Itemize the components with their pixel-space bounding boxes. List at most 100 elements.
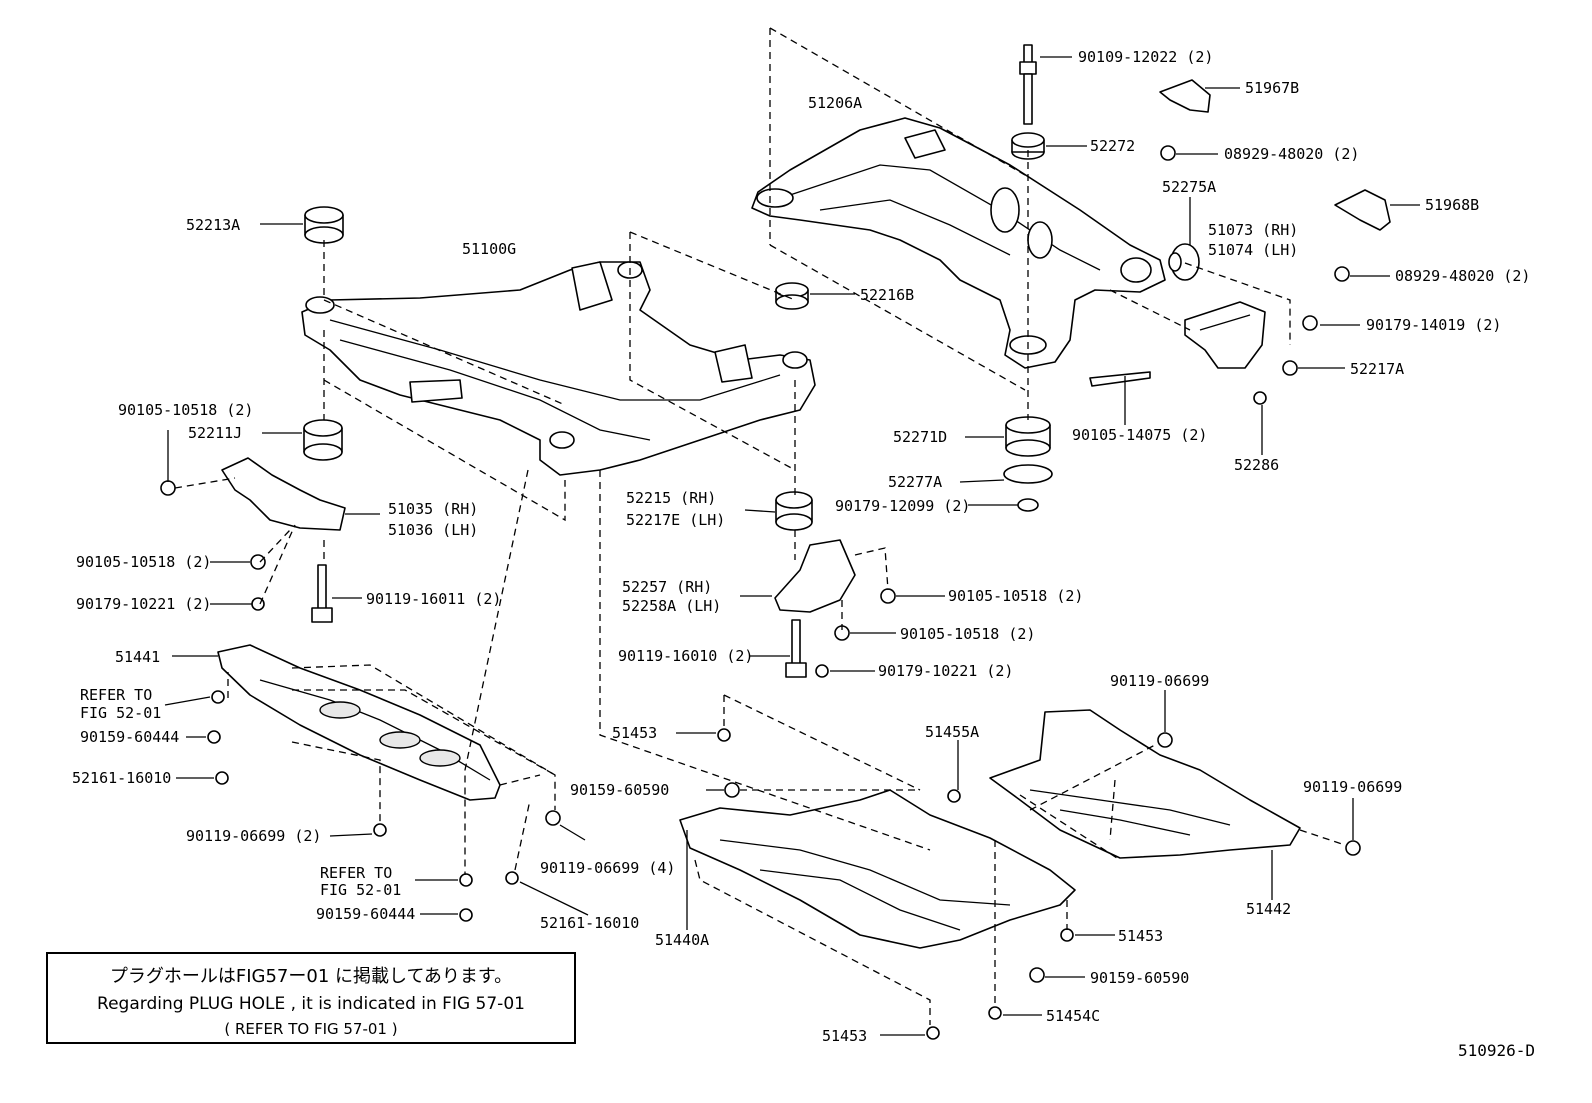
label-51206a: 51206A xyxy=(808,94,862,112)
clip-51455a xyxy=(947,789,961,803)
label-90119-06699-c: 90119-06699 xyxy=(1110,672,1209,690)
screw-90159-60444-a xyxy=(207,730,221,744)
bolt-90119-16010 xyxy=(785,619,807,678)
label-90105-10518-b: 90105-10518 (2) xyxy=(948,587,1083,605)
label-52271d: 52271D xyxy=(893,428,947,446)
bolt-90105-a xyxy=(160,480,176,496)
bolt-90119-06699-d xyxy=(1345,840,1361,856)
nut-90179-12099 xyxy=(1017,498,1039,512)
clip-refer-b xyxy=(459,873,473,887)
cushion-52211j xyxy=(303,419,343,461)
cover-51441 xyxy=(217,644,501,801)
bolt-90119-16011 xyxy=(311,564,333,623)
clip-51453-b xyxy=(1060,928,1074,942)
label-90105-10518-d: 90105-10518 (2) xyxy=(76,553,211,571)
note-line-en: Regarding PLUG HOLE , it is indicated in… xyxy=(97,994,525,1014)
clip-51453-c xyxy=(926,1026,940,1040)
label-08929-48020-a: 08929-48020 (2) xyxy=(1224,145,1359,163)
label-52257: 52257 (RH) xyxy=(622,578,712,596)
nut-90179-14019 xyxy=(1302,315,1318,331)
label-90179-10221-b: 90179-10221 (2) xyxy=(878,662,1013,680)
note-line-ref: ( REFER TO FIG 57-01 ) xyxy=(224,1020,398,1038)
label-90105-10518-c: 90105-10518 (2) xyxy=(900,625,1035,643)
stopper-52213a xyxy=(304,206,344,244)
label-52217a: 52217A xyxy=(1350,360,1404,378)
label-51073: 51073 (RH) xyxy=(1208,221,1298,239)
label-90179-10221-a: 90179-10221 (2) xyxy=(76,595,211,613)
bracket-51035 xyxy=(221,457,346,531)
bolt-90119-06699-b xyxy=(545,810,561,826)
label-90159-60590-b: 90159-60590 xyxy=(1090,969,1189,987)
label-51453-b: 51453 xyxy=(1118,927,1163,945)
bolt-52217a xyxy=(1282,360,1298,376)
label-52211j: 52211J xyxy=(188,424,242,442)
label-90159-60590-a: 90159-60590 xyxy=(570,781,669,799)
label-51442: 51442 xyxy=(1246,900,1291,918)
cushion-52271d xyxy=(1005,416,1051,457)
leader-lines xyxy=(164,56,1420,1036)
label-90179-14019: 90179-14019 (2) xyxy=(1366,316,1501,334)
label-51035: 51035 (RH) xyxy=(388,500,478,518)
label-51441: 51441 xyxy=(115,648,160,666)
cover-51440a xyxy=(679,789,1076,949)
label-51453-a: 51453 xyxy=(612,724,657,742)
label-90159-60444-a: 90159-60444 xyxy=(80,728,179,746)
label-08929-48020-b: 08929-48020 (2) xyxy=(1395,267,1530,285)
clip-refer-a xyxy=(211,690,225,704)
bolt-90105-d xyxy=(250,554,266,570)
alignment-lines xyxy=(174,27,1346,1025)
label-90179-12099: 90179-12099 (2) xyxy=(835,497,970,515)
bolt-52286 xyxy=(1253,391,1267,405)
stud-90109-12022 xyxy=(1019,44,1037,125)
label-51967b: 51967B xyxy=(1245,79,1299,97)
label-52258a: 52258A (LH) xyxy=(622,597,721,615)
label-51036: 51036 (LH) xyxy=(388,521,478,539)
label-90109-12022: 90109-12022 (2) xyxy=(1078,48,1213,66)
clip-52161-16010-b xyxy=(505,871,519,885)
label-52275a: 52275A xyxy=(1162,178,1216,196)
stopper-52216b xyxy=(775,282,809,310)
label-52161-16010-b: 52161-16010 xyxy=(540,914,639,932)
label-refer-b2: FIG 52-01 xyxy=(320,881,401,899)
screw-90159-60444-b xyxy=(459,908,473,922)
label-52215: 52215 (RH) xyxy=(626,489,716,507)
clip-51453-a xyxy=(717,728,731,742)
figure-id: 510926-D xyxy=(1458,1041,1536,1060)
label-90119-06699-a: 90119-06699 (2) xyxy=(186,827,321,845)
washer-52277a xyxy=(1003,464,1053,484)
label-refer-a2: FIG 52-01 xyxy=(80,704,161,722)
label-52272: 52272 xyxy=(1090,137,1135,155)
label-51100g: 51100G xyxy=(462,240,516,258)
label-52216b: 52216B xyxy=(860,286,914,304)
bracket-51967b xyxy=(1159,79,1211,113)
label-51453-c: 51453 xyxy=(822,1027,867,1045)
screw-90159-60590-b xyxy=(1029,967,1045,983)
plug-hole-note: プラグホールはFIG57ー01 に掲載してあります。 Regarding PLU… xyxy=(46,952,576,1044)
clip-52161-16010-a xyxy=(215,771,229,785)
label-90119-16011: 90119-16011 (2) xyxy=(366,590,501,608)
label-51074: 51074 (LH) xyxy=(1208,241,1298,259)
rear-suspension-member xyxy=(751,117,1166,369)
note-line-jp: プラグホールはFIG57ー01 に掲載してあります。 xyxy=(109,966,513,987)
bolt-08929-a xyxy=(1160,145,1176,161)
front-suspension-member xyxy=(301,261,816,476)
label-52217e: 52217E (LH) xyxy=(626,511,725,529)
label-51454c: 51454C xyxy=(1046,1007,1100,1025)
label-52213a: 52213A xyxy=(186,216,240,234)
rear-bracket-51073 xyxy=(1184,301,1266,369)
bolt-90105-b xyxy=(880,588,896,604)
label-90105-10518-a: 90105-10518 (2) xyxy=(118,401,253,419)
clip-51454c xyxy=(988,1006,1002,1020)
label-refer-a1: REFER TO xyxy=(80,686,152,704)
label-52277a: 52277A xyxy=(888,473,942,491)
bushing-52275a xyxy=(1168,243,1200,281)
bolt-90119-06699-c xyxy=(1157,732,1173,748)
nut-90179-10221-b xyxy=(815,664,829,678)
label-90119-06699-b: 90119-06699 (4) xyxy=(540,859,675,877)
label-52286: 52286 xyxy=(1234,456,1279,474)
bolt-08929-b xyxy=(1334,266,1350,282)
bolt-90119-06699-a xyxy=(373,823,387,837)
label-52161-16010-a: 52161-16010 xyxy=(72,769,171,787)
